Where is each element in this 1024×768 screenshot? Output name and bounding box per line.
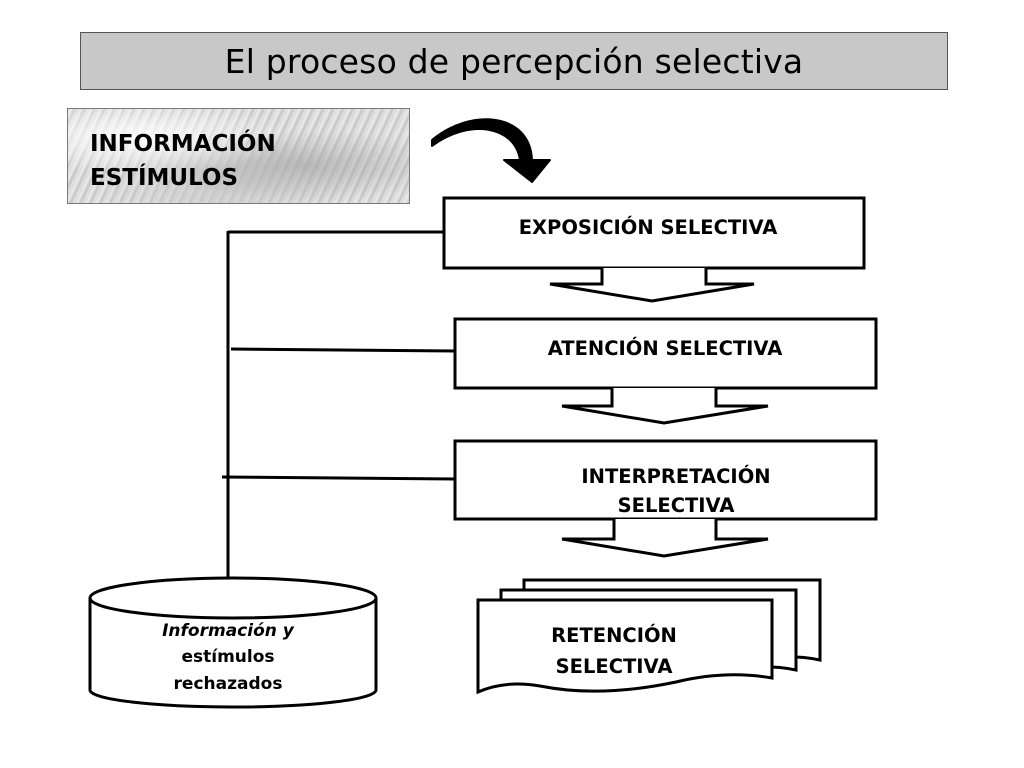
stage-exposure-label: EXPOSICIÓN SELECTIVA <box>519 215 778 239</box>
flow-arrow-1 <box>549 268 755 303</box>
rejection-lines <box>219 230 456 610</box>
page-title: El proceso de percepción selectiva <box>224 41 804 81</box>
flow-arrow-2 <box>561 388 769 425</box>
rejection-line-attention <box>230 347 456 353</box>
source-line-1: INFORMACIÓN <box>90 131 276 157</box>
retention-documents: RETENCIÓN SELECTIVA <box>476 578 822 695</box>
source-line-2: ESTÍMULOS <box>90 165 239 191</box>
rejected-label-1: Información y <box>162 621 295 641</box>
rejected-database: Información y estímulos rechazados <box>88 576 378 709</box>
rejected-label-3: rechazados <box>174 674 283 694</box>
rejected-label-2: estímulos <box>181 647 274 667</box>
information-stimuli-box: INFORMACIÓN ESTÍMULOS <box>67 108 410 204</box>
curved-arrow-icon <box>431 118 551 183</box>
document-front <box>476 598 774 695</box>
stage-attention-label: ATENCIÓN SELECTIVA <box>548 336 783 360</box>
database-body <box>88 598 378 709</box>
stage-interpretation-label-1: INTERPRETACIÓN <box>581 464 770 488</box>
title-bar: El proceso de percepción selectiva <box>80 32 948 90</box>
rejection-line-interpretation <box>221 475 456 481</box>
stage-interpretation-label-2: SELECTIVA <box>618 494 735 517</box>
flow-arrow-3 <box>561 519 769 558</box>
database-top <box>88 576 378 620</box>
retention-label-1: RETENCIÓN <box>551 623 677 647</box>
retention-label-2: SELECTIVA <box>556 655 673 678</box>
stage-attention-box <box>453 317 878 390</box>
